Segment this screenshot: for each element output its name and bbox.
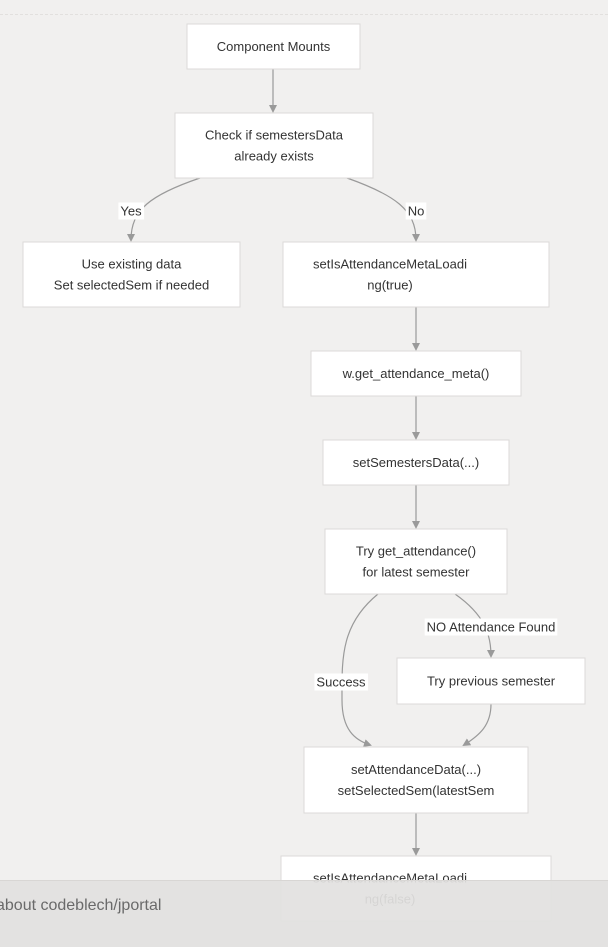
node-label: Use existing data: [82, 257, 182, 272]
node-box: [282, 241, 550, 308]
edge-label-no: No: [405, 202, 427, 220]
edge-label-yes: Yes: [118, 202, 145, 220]
node-label: already exists: [234, 149, 314, 164]
node-label: w.get_attendance_meta(): [342, 366, 490, 381]
edge-check-to-set-loading: [346, 177, 420, 242]
node-box: [174, 112, 374, 179]
node-label: Set selectedSem if needed: [54, 278, 209, 293]
svg-text:Success: Success: [316, 675, 366, 690]
node-label: setSemestersData(...): [353, 455, 479, 470]
node-box: [322, 439, 510, 486]
node-box: [186, 23, 361, 70]
node-label: setIsAttendanceMetaLoadi: [313, 257, 467, 272]
node-box: [22, 241, 241, 308]
node-try-get: Try get_attendance()for latest semester: [324, 528, 508, 595]
node-mount: Component Mounts: [186, 23, 361, 70]
node-label: Component Mounts: [217, 39, 331, 54]
edge-label-success: Success: [314, 673, 369, 691]
edge-try-previous-to-set-attendance: [462, 703, 492, 747]
node-box: [324, 528, 508, 595]
edge-check-to-use-existing: [127, 177, 201, 242]
node-label: setSelectedSem(latestSem: [338, 783, 495, 798]
node-set-attendance: setAttendanceData(...) setSelectedSem(lat…: [303, 746, 529, 814]
edge-label-not-found: NO Attendance Found: [424, 618, 558, 636]
node-label: Try get_attendance(): [356, 544, 476, 559]
node-label: Check if semestersData: [205, 128, 344, 143]
node-check: Check if semestersData already exists: [174, 112, 374, 179]
node-get-meta: w.get_attendance_meta(): [310, 350, 522, 397]
node-box: [310, 350, 522, 397]
svg-text:No: No: [408, 204, 425, 219]
node-try-previous: Try previous semester: [396, 657, 586, 705]
node-box: [396, 657, 586, 705]
node-set-semesters: setSemestersData(...): [322, 439, 510, 486]
node-set-loading-true: setIsAttendanceMetaLoadi ng(true): [282, 241, 550, 308]
footer-bar: about codeblech/jportal: [0, 880, 608, 947]
node-label: for latest semester: [363, 565, 471, 580]
node-label: ng(true): [367, 278, 413, 293]
top-strip: [0, 0, 608, 15]
node-label: setAttendanceData(...): [351, 762, 481, 777]
svg-text:Yes: Yes: [120, 204, 142, 219]
footer-link[interactable]: about codeblech/jportal: [0, 897, 162, 914]
node-label: Try previous semester: [427, 674, 556, 689]
edge-try-get-success-to-set-attendance: [341, 593, 379, 747]
svg-text:NO Attendance Found: NO Attendance Found: [427, 620, 556, 635]
node-box: [303, 746, 529, 814]
